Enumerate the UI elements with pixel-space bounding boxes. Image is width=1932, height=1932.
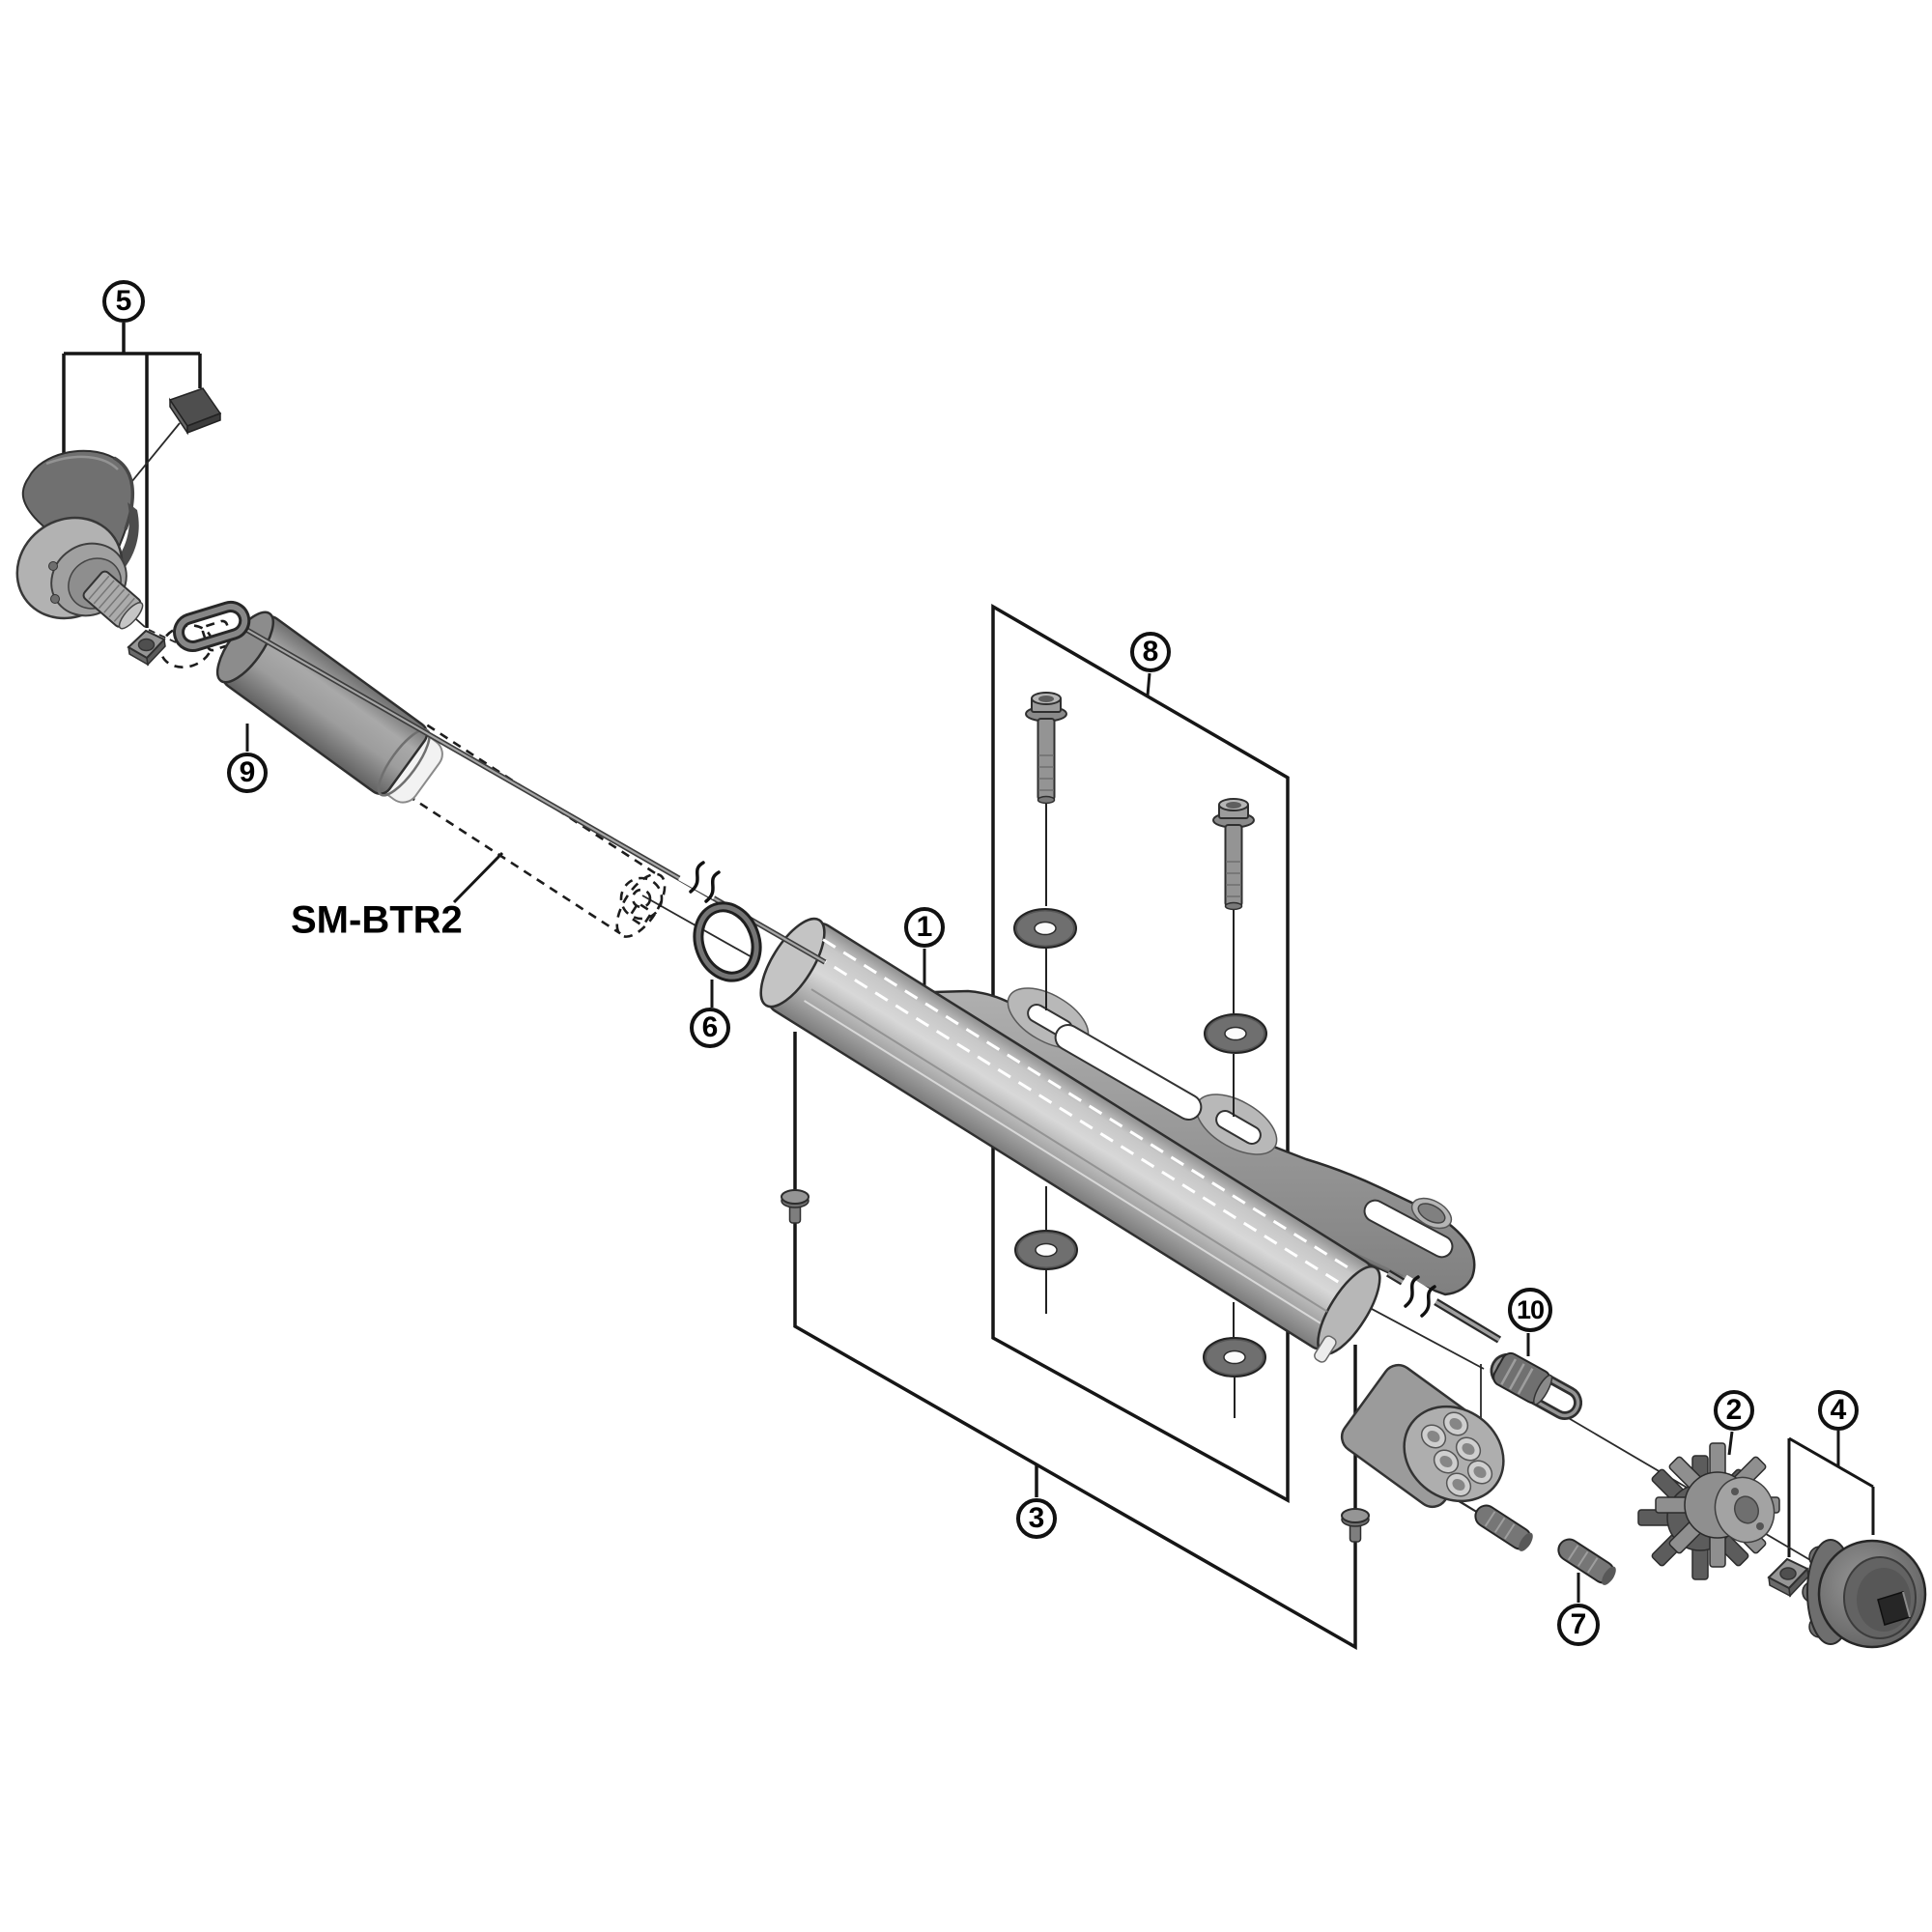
fixing-bolts [1025,692,1255,911]
fastener-guide-lines [1045,800,1236,1418]
dummy-plug-block [168,387,222,436]
callout-4: 4 [1818,1390,1859,1431]
contact-pins [1474,1504,1616,1585]
rivets [781,1189,1370,1543]
end-cap [1802,1539,1927,1649]
flange-hole-1 [48,561,58,571]
cable-break-marks [689,861,721,903]
fixing-bolt-left [1025,692,1067,805]
fixing-bolt-right [1212,798,1255,911]
cable-break-gap [678,867,721,899]
rubber-cover-sleeve [215,611,443,804]
washer-top-right [1204,1013,1267,1054]
rod-end-link [1490,1351,1583,1420]
hidden-battery-dash-1 [822,938,1352,1271]
connector-splined-shaft [82,570,144,630]
contact-pin-1 [1474,1504,1533,1551]
rivet-right [1341,1508,1370,1543]
square-nut-left [127,629,166,667]
group5-bracket-lines [62,323,202,628]
callout-leader-lines [62,323,1875,1651]
callout2-leader [1727,1431,1734,1456]
callout-10: 10 [1508,1288,1552,1332]
gear-face-hole-2 [1756,1522,1764,1530]
flange-hole-2 [50,594,60,604]
battery-mount-connector [15,449,144,630]
cylinder-highlight [803,1000,1321,1324]
cylinder-groove [810,988,1328,1313]
o-ring [693,901,762,982]
boot-highlight [45,455,119,470]
group4-bracket-lines [1787,1431,1875,1557]
sleeve-opening-rim [377,728,431,797]
bracket-slot-long-right [1363,1199,1454,1259]
gear-face-hole-1 [1731,1488,1739,1495]
callout-3: 3 [1016,1498,1057,1539]
callout-8: 8 [1130,632,1171,672]
coupling-gear [1637,1442,1780,1580]
group3-box [793,1032,1357,1651]
washer-top-left [1013,908,1077,949]
callout-6: 6 [690,1008,730,1048]
callout-1: 1 [904,907,945,948]
washer-bottom-right [1203,1337,1266,1378]
gear-hub [1733,1495,1760,1524]
cylinder-left-end [759,917,826,1009]
hidden-battery-dash-2 [812,952,1344,1286]
washer-bottom-left [1014,1230,1078,1270]
contact-pin-2 [1557,1538,1616,1585]
battery-hook-clip [173,600,251,652]
square-nut-right [1767,1557,1809,1598]
bracket-slot-long-mid [1054,1024,1203,1121]
pull-rod [1385,1269,1502,1344]
callout-7: 7 [1557,1604,1600,1646]
cap-hole-highlight [1902,1591,1911,1618]
callout-5: 5 [102,280,145,323]
product-code-label: SM-BTR2 [291,898,463,942]
bracket-slot-bolt-right [1215,1110,1262,1145]
washers [1013,908,1267,1378]
battery-case-cylinder [759,917,1381,1363]
rivet-left [781,1189,810,1224]
callout-2: 2 [1714,1390,1754,1431]
holder-hole-pins [1427,1417,1487,1492]
cylinder-end-tab [1314,1335,1337,1363]
rod-break-marks [1404,1275,1436,1318]
bracket-end-hole [1417,1203,1446,1224]
contact-holder [1340,1363,1505,1509]
boot-edge-shade [113,456,135,530]
product-label-leader [452,851,504,904]
boot-open-end [104,502,139,580]
group8-leader [1146,672,1151,696]
callout-9: 9 [227,753,268,793]
